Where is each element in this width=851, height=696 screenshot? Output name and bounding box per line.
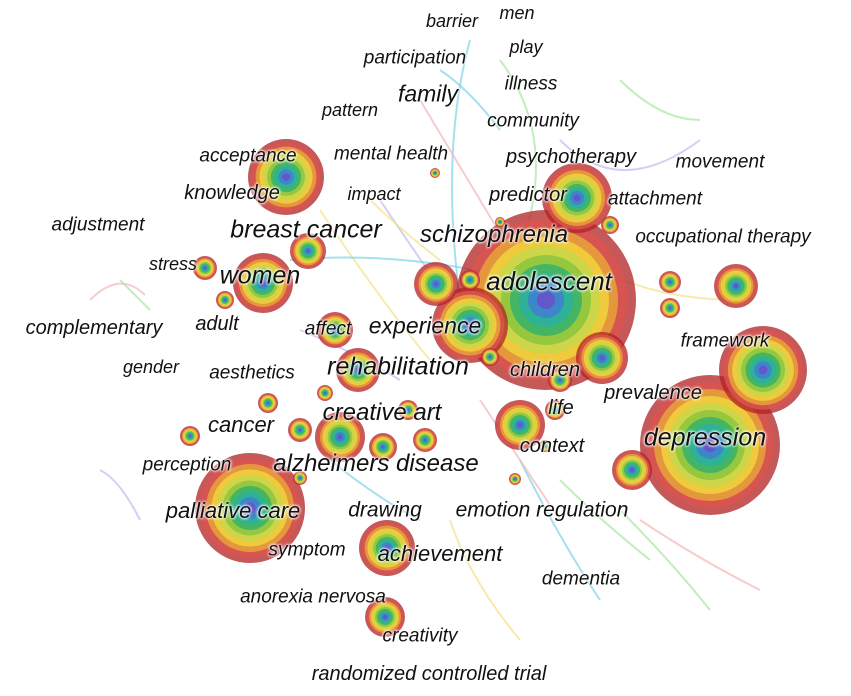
node-ring	[260, 280, 266, 286]
node-ring	[423, 438, 427, 442]
network-node	[258, 393, 278, 413]
network-node	[612, 450, 652, 490]
network-node	[481, 348, 499, 366]
node-ring	[469, 279, 471, 281]
node-ring	[298, 428, 302, 432]
node-ring	[355, 367, 361, 373]
network-node	[659, 271, 681, 293]
network-link	[639, 519, 761, 591]
network-node	[317, 312, 353, 348]
node-ring	[337, 434, 343, 440]
node-ring	[381, 445, 385, 449]
node-ring	[558, 378, 562, 382]
network-node	[660, 298, 680, 318]
network-node	[601, 216, 619, 234]
network-node	[539, 440, 551, 452]
node-ring	[609, 224, 611, 226]
network-node	[576, 332, 628, 384]
network-node	[548, 368, 572, 392]
network-nodes	[180, 139, 807, 637]
network-node	[495, 217, 505, 227]
node-ring	[299, 477, 301, 479]
node-ring	[537, 291, 555, 309]
network-link	[439, 69, 501, 131]
node-ring	[630, 468, 634, 472]
node-ring	[189, 435, 191, 437]
node-ring	[733, 283, 739, 289]
network-links	[89, 39, 761, 641]
network-node	[714, 264, 758, 308]
network-node	[288, 418, 312, 442]
node-ring	[758, 365, 768, 375]
node-ring	[383, 615, 387, 619]
network-node	[336, 348, 380, 392]
node-ring	[599, 355, 605, 361]
network-node	[248, 139, 324, 215]
network-node	[460, 270, 480, 290]
network-node	[359, 520, 415, 576]
network-link	[479, 399, 561, 521]
network-link	[619, 79, 701, 121]
network-link	[619, 509, 711, 611]
network-node	[195, 453, 305, 563]
network-link	[559, 479, 651, 561]
network-link	[559, 139, 701, 171]
network-link	[319, 209, 431, 361]
network-node	[369, 433, 397, 461]
network-link	[519, 459, 601, 601]
node-ring	[203, 266, 207, 270]
node-ring	[573, 194, 581, 202]
node-ring	[544, 445, 546, 447]
node-ring	[514, 478, 516, 480]
network-node	[216, 291, 234, 309]
node-ring	[306, 249, 310, 253]
node-ring	[324, 392, 326, 394]
network-node	[365, 597, 405, 637]
node-ring	[282, 173, 290, 181]
node-ring	[489, 356, 491, 358]
node-ring	[384, 545, 390, 551]
network-node	[456, 210, 636, 390]
network-node	[509, 473, 521, 485]
node-ring	[466, 321, 474, 329]
network-node	[233, 253, 293, 313]
network-node	[398, 400, 418, 420]
network-node	[719, 326, 807, 414]
node-ring	[433, 281, 439, 287]
network-node	[430, 168, 440, 178]
node-ring	[703, 438, 717, 452]
node-ring	[224, 299, 226, 301]
network-node	[414, 262, 458, 306]
node-ring	[244, 502, 256, 514]
node-ring	[554, 409, 556, 411]
node-ring	[669, 307, 671, 309]
network-link	[359, 189, 441, 261]
network-node	[317, 385, 333, 401]
node-ring	[499, 221, 501, 223]
node-ring	[434, 172, 436, 174]
network-link	[449, 519, 521, 641]
node-ring	[333, 328, 337, 332]
network-link	[99, 469, 141, 521]
network-node	[542, 163, 612, 233]
network-node	[290, 233, 326, 269]
network-link	[451, 39, 471, 301]
network-node	[413, 428, 437, 452]
network-node	[545, 400, 565, 420]
network-link	[329, 459, 421, 521]
network-node	[315, 412, 365, 462]
node-ring	[517, 422, 523, 428]
network-node	[432, 287, 508, 363]
network-link	[89, 282, 146, 301]
network-node	[293, 471, 307, 485]
network-node	[495, 400, 545, 450]
node-ring	[407, 409, 409, 411]
network-node	[193, 256, 217, 280]
network-node	[180, 426, 200, 446]
node-ring	[267, 402, 269, 404]
node-ring	[668, 280, 672, 284]
